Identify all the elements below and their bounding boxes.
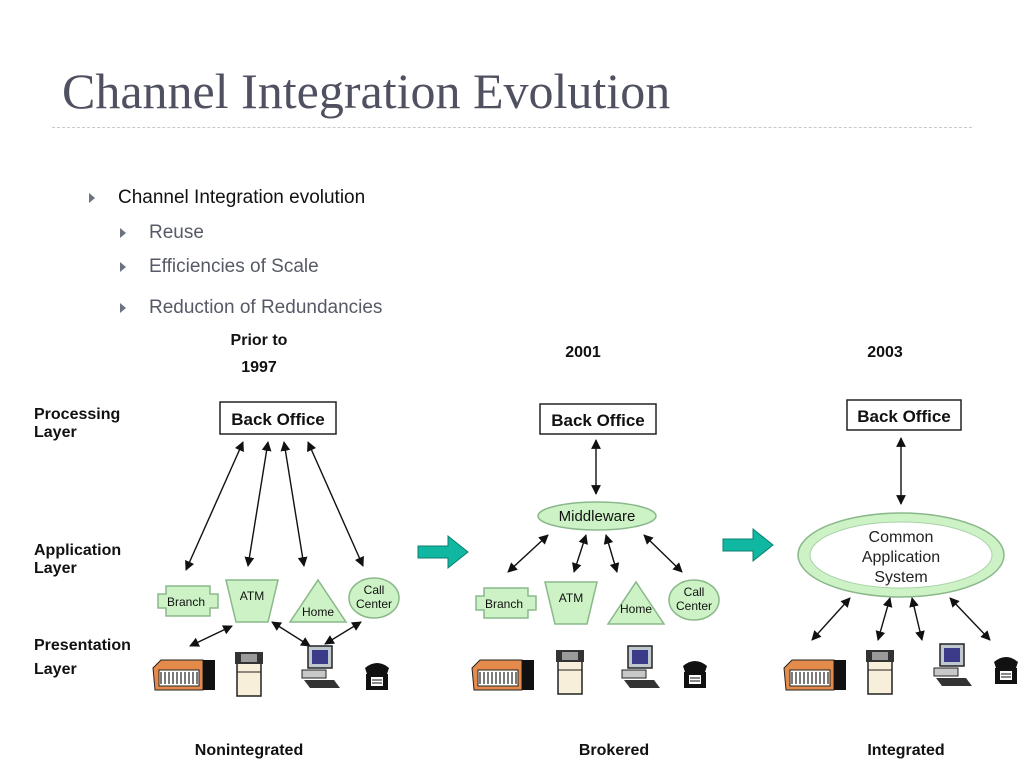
svg-text:Home: Home [302, 605, 334, 619]
transition-arrow-1-icon [417, 534, 469, 570]
home-computer-icon [933, 643, 973, 687]
layer-label-presentation: Presentation Layer [34, 637, 131, 678]
sub-bullet-item: Efficiencies of Scale [120, 256, 319, 278]
transition-arrow-2-icon [722, 527, 774, 563]
svg-text:Application: Application [34, 542, 121, 559]
home-shape-2: Home [606, 580, 666, 625]
svg-text:ATM: ATM [240, 589, 264, 603]
era-2-year: 2001 [565, 344, 601, 361]
home-computer-icon [301, 645, 341, 689]
bullet-triangle-icon [120, 228, 126, 238]
svg-text:Back Office: Back Office [857, 407, 951, 426]
telephone-icon [364, 662, 390, 691]
svg-text:Layer: Layer [34, 560, 77, 577]
svg-text:Processing: Processing [34, 406, 120, 423]
bullet-text: Reuse [149, 222, 204, 243]
svg-text:Layer: Layer [34, 661, 77, 678]
arrows-era-2 [507, 439, 683, 573]
branch-building-icon [152, 659, 216, 691]
middleware-ellipse: Middleware [537, 501, 657, 531]
era-3-model-label: Integrated [867, 742, 944, 759]
atm-shape-2: ATM [544, 581, 598, 625]
back-office-box-2: Back Office [539, 403, 657, 435]
title-divider [52, 127, 972, 128]
bullet-text: Efficiencies of Scale [149, 256, 319, 277]
arrows-era-1 [185, 441, 364, 647]
arrows-era-3 [811, 437, 991, 641]
branch-building-icon [783, 659, 847, 691]
svg-text:System: System [874, 569, 927, 586]
back-office-box-3: Back Office [846, 399, 962, 431]
call-center-shape-1: Call Center [348, 577, 400, 619]
sub-bullet-item: Reduction of Redundancies [120, 297, 383, 319]
svg-text:Middleware: Middleware [559, 508, 636, 525]
bullet-triangle-icon [89, 193, 95, 203]
atm-machine-icon [865, 649, 895, 695]
era-2-model-label: Brokered [579, 742, 649, 759]
era-1-model-label: Nonintegrated [195, 742, 303, 759]
svg-text:Presentation: Presentation [34, 637, 131, 654]
svg-text:Back Office: Back Office [231, 410, 325, 429]
svg-text:Branch: Branch [485, 597, 523, 611]
svg-text:ATM: ATM [559, 591, 583, 605]
sub-bullet-item: Reuse [120, 222, 204, 244]
layer-label-processing: Processing Layer [34, 406, 120, 441]
svg-text:Call: Call [684, 585, 705, 599]
bullet-triangle-icon [120, 262, 126, 272]
home-computer-icon [621, 645, 661, 689]
bullet-triangle-icon [120, 303, 126, 313]
common-application-system-ellipse: Common Application System [797, 512, 1005, 598]
svg-text:Center: Center [356, 597, 392, 611]
branch-building-icon [471, 659, 535, 691]
bullet-item: Channel Integration evolution [89, 187, 366, 209]
era-1-year-line1: Prior to [231, 332, 288, 349]
back-office-box-1: Back Office [219, 401, 337, 435]
atm-machine-icon [555, 649, 585, 695]
branch-shape-1: Branch [157, 585, 219, 617]
era-3-year: 2003 [867, 344, 903, 361]
home-shape-1: Home [288, 578, 348, 623]
call-center-shape-2: Call Center [668, 579, 720, 621]
svg-text:Call: Call [364, 583, 385, 597]
svg-text:Back Office: Back Office [551, 411, 645, 430]
telephone-icon [993, 656, 1019, 685]
branch-shape-2: Branch [475, 587, 537, 619]
svg-text:Application: Application [862, 549, 940, 566]
slide-title: Channel Integration Evolution [62, 63, 671, 119]
era-1-year-line2: 1997 [241, 359, 277, 376]
svg-text:Home: Home [620, 602, 652, 616]
svg-text:Branch: Branch [167, 595, 205, 609]
svg-text:Layer: Layer [34, 424, 77, 441]
atm-machine-icon [234, 651, 264, 697]
telephone-icon [682, 660, 708, 689]
svg-text:Common: Common [869, 529, 934, 546]
bullet-text: Channel Integration evolution [118, 187, 366, 208]
layer-label-application: Application Layer [34, 542, 121, 577]
atm-shape-1: ATM [225, 579, 279, 623]
bullet-text: Reduction of Redundancies [149, 297, 383, 318]
svg-text:Center: Center [676, 599, 712, 613]
